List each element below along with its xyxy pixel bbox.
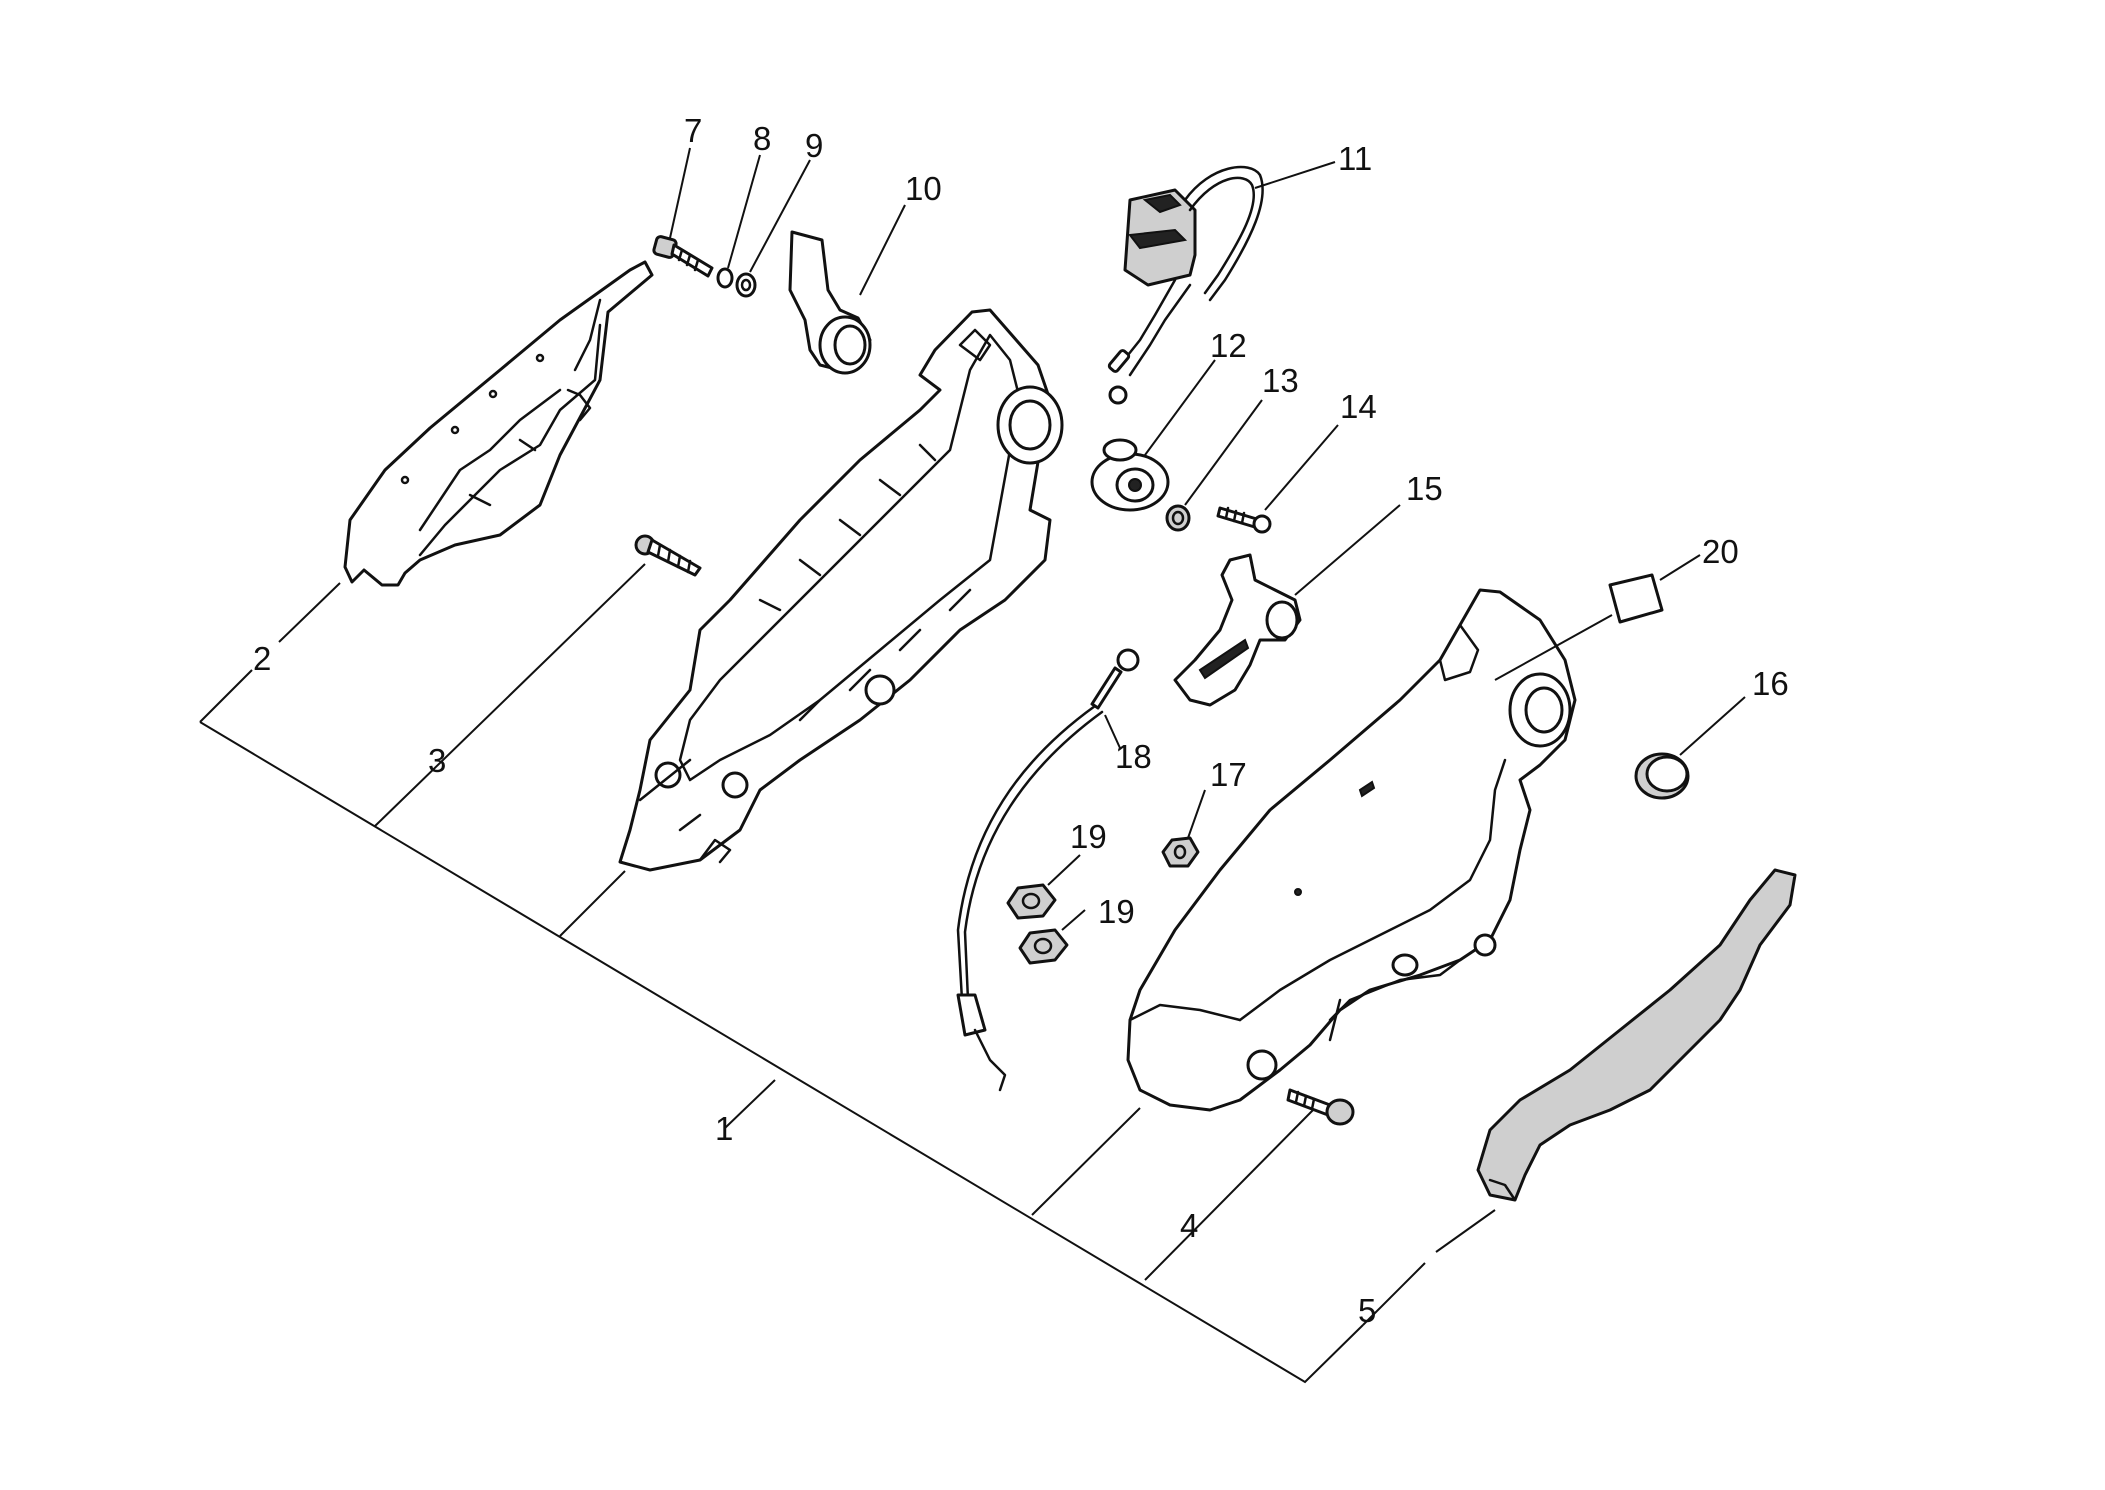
- callout-14: 14: [1340, 388, 1377, 425]
- callout-leaders: [669, 147, 1746, 931]
- callout-5: 5: [1358, 1292, 1376, 1329]
- part-15-trigger: [1173, 553, 1302, 707]
- callout-19-upper: 19: [1070, 818, 1107, 855]
- part-13-nut: [1165, 504, 1191, 532]
- callout-9: 9: [805, 127, 823, 164]
- part-19-nut-lower: [1018, 928, 1069, 965]
- part-11-stop-switch: [1107, 165, 1264, 405]
- callout-17: 17: [1210, 756, 1247, 793]
- callout-3: 3: [428, 742, 446, 779]
- callout-20: 20: [1702, 533, 1739, 570]
- part-4-screw: [1286, 1088, 1355, 1126]
- callout-8: 8: [753, 120, 771, 157]
- callout-10: 10: [905, 170, 942, 207]
- callout-16: 16: [1752, 665, 1789, 702]
- part-9-washer: [735, 272, 757, 298]
- part-19-nut-upper: [1006, 883, 1057, 920]
- part-7-bolt: [652, 235, 714, 278]
- handle-housing-right: [1126, 588, 1577, 1112]
- part-1-handle-frame: [618, 308, 1064, 872]
- part-16-plug-cap: [1634, 752, 1690, 800]
- callout-12: 12: [1210, 327, 1247, 364]
- callout-numbers: 1 2 3 4 5 7 8 9 10 11 12 13 14 15 16 17 …: [253, 112, 1789, 1329]
- callout-13: 13: [1262, 362, 1299, 399]
- part-12-switch-knob: [1090, 438, 1170, 512]
- callout-7: 7: [684, 112, 702, 149]
- callout-11: 11: [1338, 140, 1372, 177]
- callout-15: 15: [1406, 470, 1443, 507]
- part-3-screw: [634, 534, 702, 577]
- callout-1: 1: [715, 1110, 733, 1147]
- callout-4: 4: [1180, 1207, 1198, 1244]
- part-8-lock-washer: [716, 267, 734, 289]
- part-5-handle-grip: [1476, 868, 1797, 1202]
- part-17-nut: [1161, 836, 1200, 868]
- part-2-handle-cover: [343, 260, 654, 587]
- assembly-bracket: [199, 563, 1496, 1384]
- part-10-throttle-lever: [788, 230, 872, 375]
- callout-19-lower: 19: [1098, 893, 1135, 930]
- part-14-screw: [1216, 506, 1272, 534]
- callout-18: 18: [1115, 738, 1152, 775]
- part-20-decal: [1608, 573, 1664, 624]
- callout-2: 2: [253, 640, 271, 677]
- part-18-throttle-cable: [956, 648, 1140, 1092]
